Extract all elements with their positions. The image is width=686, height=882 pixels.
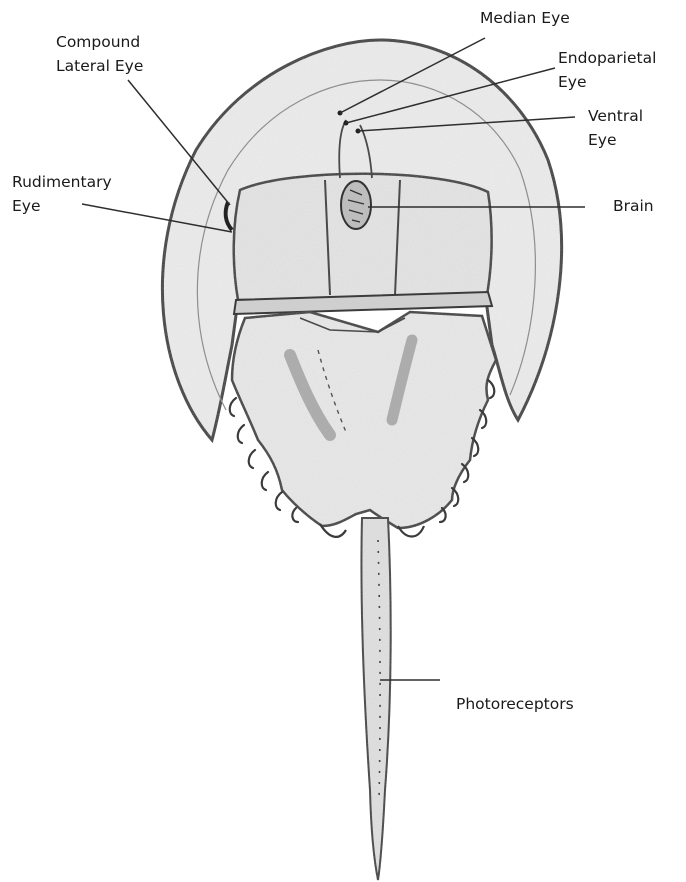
label-rudimentary-eye: Rudimentary Eye bbox=[12, 170, 112, 218]
label-median-eye: Median Eye bbox=[480, 6, 570, 30]
label-endoparietal-eye: Endoparietal Eye bbox=[558, 46, 656, 94]
label-brain-line-1: Brain bbox=[613, 194, 654, 218]
opisthosoma bbox=[232, 312, 496, 528]
label-compound-lateral-eye-line-1: Compound bbox=[56, 30, 143, 54]
label-rudimentary-eye-line-1: Rudimentary bbox=[12, 170, 112, 194]
label-median-eye-line-1: Median Eye bbox=[480, 6, 570, 30]
label-ventral-eye: Ventral Eye bbox=[588, 104, 643, 152]
label-endoparietal-eye-line-2: Eye bbox=[558, 70, 656, 94]
telson-tail bbox=[361, 518, 390, 880]
label-ventral-eye-line-1: Ventral bbox=[588, 104, 643, 128]
label-photoreceptors: Photoreceptors bbox=[456, 692, 574, 716]
label-photoreceptors-line-1: Photoreceptors bbox=[456, 692, 574, 716]
label-endoparietal-eye-line-1: Endoparietal bbox=[558, 46, 656, 70]
label-brain: Brain bbox=[613, 194, 654, 218]
label-compound-lateral-eye-line-2: Lateral Eye bbox=[56, 54, 143, 78]
brain-shape bbox=[341, 181, 371, 229]
label-ventral-eye-line-2: Eye bbox=[588, 128, 643, 152]
label-rudimentary-eye-line-2: Eye bbox=[12, 194, 112, 218]
label-compound-lateral-eye: Compound Lateral Eye bbox=[56, 30, 143, 78]
